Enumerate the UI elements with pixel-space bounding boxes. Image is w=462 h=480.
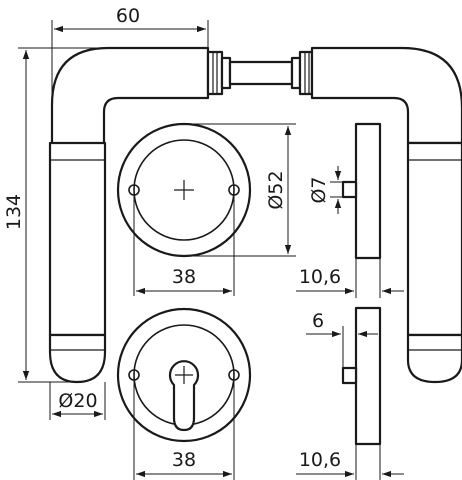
- left-lever-end-cap: [48, 333, 107, 384]
- dimension-label-grip-diameter: Ø20: [58, 390, 97, 412]
- dimension-pin-offset: 6: [306, 310, 378, 368]
- top-rose-front-view: [116, 122, 252, 258]
- dimension-label-top-screw-spacing: 38: [172, 266, 196, 288]
- profile-cylinder-cutout: [168, 360, 200, 432]
- dimension-label-bottom-screw-spacing: 38: [172, 449, 196, 471]
- dimension-bottom-rose-thickness: 10,6: [296, 444, 404, 480]
- left-lever-handle: [48, 46, 210, 384]
- right-lever-body: [310, 46, 462, 145]
- dimension-pin-diameter: Ø7: [308, 166, 348, 214]
- right-lever-end-cap: [406, 333, 462, 384]
- dimension-rose-diameter: Ø52: [184, 123, 296, 257]
- spindle: [228, 60, 294, 86]
- right-lever-grip: [406, 141, 462, 337]
- dimension-label-handle-height: 134: [3, 194, 25, 230]
- top-rose-side-view: [341, 122, 382, 260]
- dimension-handle-length: 60: [51, 5, 209, 100]
- spindle-connector: [206, 50, 314, 96]
- top-rose-left-screw: [128, 184, 140, 196]
- top-rose-right-screw: [228, 184, 240, 196]
- dimension-label-pin-diameter: Ø7: [308, 176, 330, 203]
- bottom-rose-left-screw: [128, 369, 140, 381]
- dimension-top-rose-thickness: 10,6: [296, 258, 404, 298]
- top-rose-pin: [341, 180, 358, 199]
- dimension-bottom-screw-spacing: 38: [133, 381, 235, 480]
- dimension-label-rose-diameter: Ø52: [265, 170, 287, 209]
- dimension-handle-height: 134: [3, 47, 108, 383]
- left-lever-grip: [48, 141, 107, 337]
- bottom-rose-right-screw: [228, 369, 240, 381]
- dimension-label-pin-offset: 6: [312, 310, 324, 332]
- dimension-label-bottom-rose-thickness: 10,6: [299, 449, 341, 471]
- dimension-grip-diameter: Ø20: [49, 382, 106, 420]
- right-lever-handle: [310, 46, 462, 384]
- bottom-rose-side-view: [341, 306, 382, 446]
- dimension-label-handle-length: 60: [116, 5, 140, 27]
- dimension-top-screw-spacing: 38: [133, 196, 235, 296]
- bottom-rose-pin: [341, 366, 358, 385]
- bottom-rose-front-view: [116, 307, 252, 443]
- dimension-label-top-rose-thickness: 10,6: [299, 266, 341, 288]
